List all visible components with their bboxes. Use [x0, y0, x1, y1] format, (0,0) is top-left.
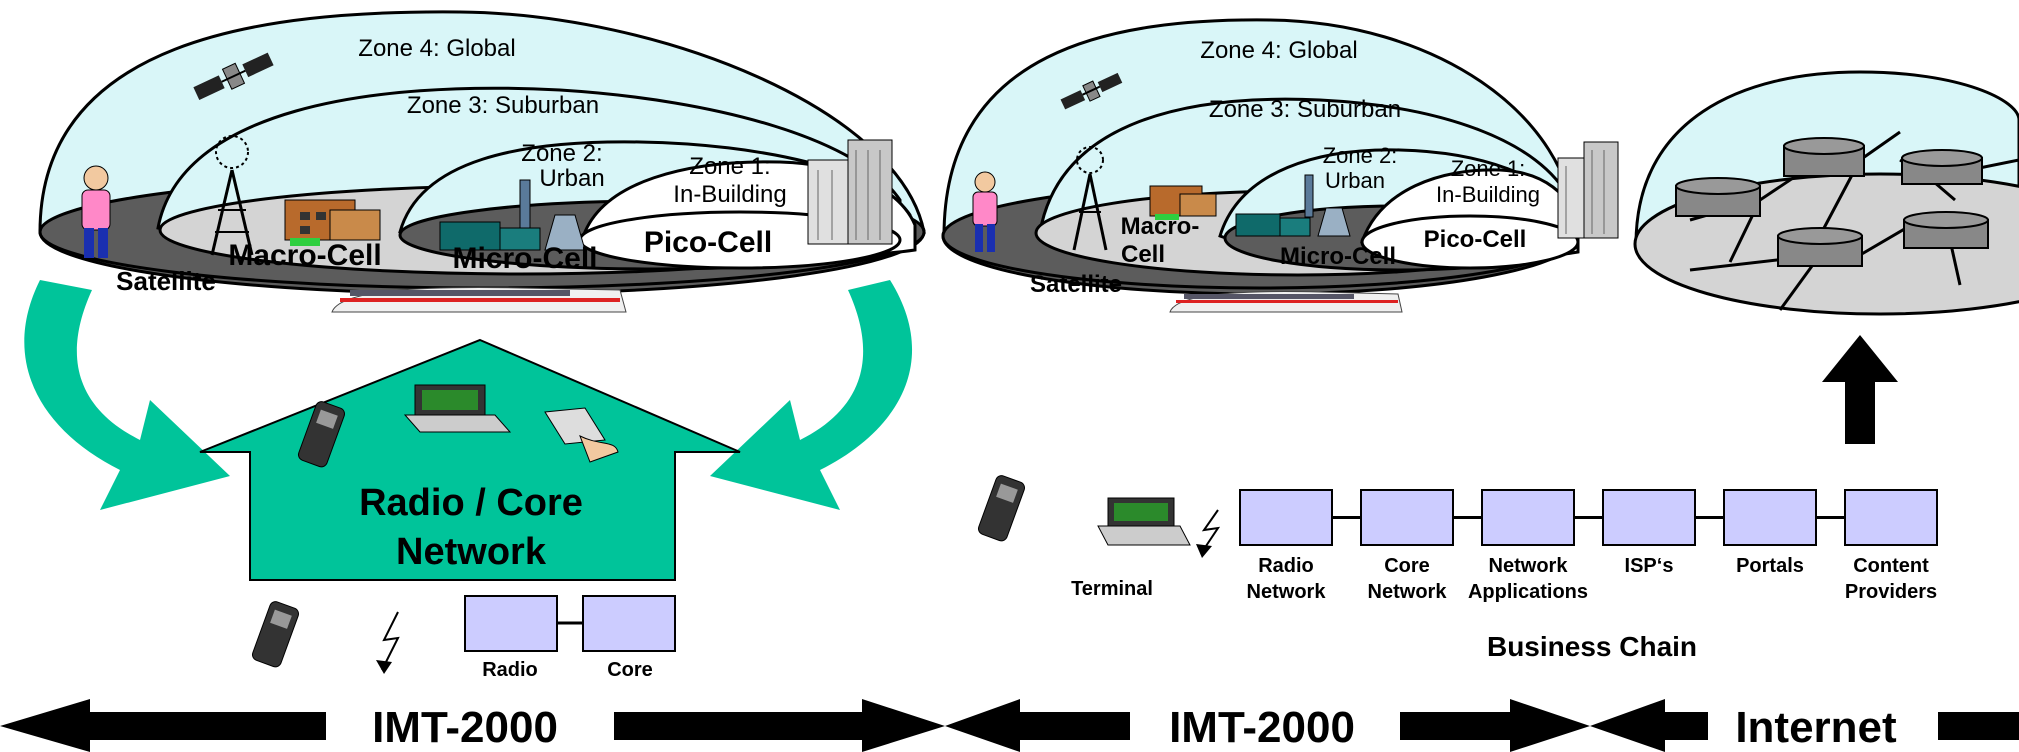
house-building-icon [284, 199, 381, 246]
skyscraper-icon [807, 139, 893, 245]
mobile-phone-icon [251, 601, 300, 668]
imt-right-arrow-right [1400, 699, 1590, 752]
imt-left-arrow-left [0, 699, 326, 752]
radio-core-network-house: Radio / Core Network [199, 338, 741, 581]
business-chain-boxes [1239, 489, 1938, 546]
left-bottom-devices [251, 601, 400, 674]
bottom-arrows: IMT-2000 IMT-2000 Internet [0, 699, 2019, 752]
mobile-phone-icon [297, 401, 346, 468]
chain-box-label: Network [1489, 555, 1569, 577]
terminal-label: Terminal [1071, 578, 1153, 600]
chain-box-label: Network [1247, 581, 1327, 603]
chain-box-label: Providers [1845, 581, 1937, 603]
right-coverage-diagram: Zone 4: Global Zone 3: Suburban Zone 2: … [941, 18, 1619, 313]
left-micro-cell-label: Micro-Cell [452, 242, 597, 275]
pda-icon [544, 407, 619, 463]
left-zone1-label-2: In-Building [673, 181, 786, 208]
imt-left-arrow-right [614, 699, 945, 752]
chain-box-label: Portals [1736, 555, 1804, 577]
chain-box-label: Core [1384, 555, 1430, 577]
left-zone2-label-1: Zone 2: [521, 140, 602, 167]
right-zone1-label-2: In-Building [1436, 182, 1540, 207]
right-macro-cell-label-2: Cell [1121, 241, 1165, 268]
right-terminal-devices: Terminal [977, 475, 1221, 600]
internet-network-dome [1633, 70, 2019, 316]
left-zone4-label: Zone 4: Global [358, 35, 515, 62]
chain-box [1360, 489, 1454, 546]
mobile-phone-icon [977, 475, 1026, 542]
teal-arrow-left [24, 280, 231, 510]
business-chain: RadioNetworkCoreNetworkNetworkApplicatio… [1239, 489, 1938, 662]
right-satellite-label: Satellite [1030, 271, 1122, 298]
person-icon [972, 171, 998, 252]
satellite-icon [193, 52, 274, 100]
right-zone3-label: Zone 3: Suburban [1209, 96, 1401, 123]
left-coverage-diagram: Zone 4: Global Zone 3: Suburban Zone 2: … [38, 10, 926, 313]
chain-box [1481, 489, 1575, 546]
chain-box-label: Radio [1258, 555, 1314, 577]
right-zone4-label: Zone 4: Global [1200, 37, 1357, 64]
business-chain-labels: RadioNetworkCoreNetworkNetworkApplicatio… [1247, 555, 1938, 603]
right-pico-disc [1360, 214, 1580, 270]
chain-box-label: Network [1368, 581, 1448, 603]
imt-right-arrow-left [945, 699, 1130, 752]
left-zone3-label: Zone 3: Suburban [407, 92, 599, 119]
server-node-icon [1777, 227, 1863, 267]
right-zone2-label-2: Urban [1325, 168, 1385, 193]
laptop-icon [403, 384, 512, 433]
server-node-icon [1901, 149, 1983, 185]
lightning-icon [1196, 509, 1221, 558]
business-chain-title: Business Chain [1487, 631, 1697, 662]
laptop-icon [1097, 497, 1191, 546]
internet-arrow-right [1938, 712, 2019, 740]
antenna-tower-icon [210, 135, 254, 256]
lightning-icon [376, 611, 400, 674]
server-node-icon [1783, 137, 1865, 177]
chain-box-label: Content [1853, 555, 1929, 577]
chain-box [1723, 489, 1817, 546]
right-micro-cell-label: Micro-Cell [1280, 243, 1396, 270]
radio-box-label: Radio [482, 659, 538, 681]
person-icon [81, 165, 111, 258]
right-zone2-label-1: Zone 2: [1323, 143, 1398, 168]
train-icon [331, 287, 627, 313]
left-zone2-label-2: Urban [539, 165, 604, 192]
right-macro-cell-label-1: Macro- [1121, 213, 1200, 240]
house-label-line2: Network [396, 531, 547, 573]
chain-box-label: Applications [1468, 581, 1588, 603]
factory-icon [439, 179, 586, 251]
imt-2000-label-left: IMT-2000 [372, 703, 558, 752]
chain-box [1602, 489, 1696, 546]
chain-box [1239, 489, 1333, 546]
left-teal-arrows [24, 280, 913, 510]
left-zone1-label-1: Zone 1: [689, 153, 770, 180]
left-network-boxes: Radio Core [464, 595, 676, 681]
satellite-icon [1060, 72, 1123, 110]
core-box [582, 595, 676, 652]
train-icon [1169, 291, 1403, 313]
skyscraper-icon [1557, 141, 1619, 239]
house-label-line1: Radio / Core [359, 482, 583, 524]
left-macro-cell-label: Macro-Cell [228, 239, 381, 272]
imt-2000-label-right: IMT-2000 [1169, 703, 1355, 752]
antenna-tower-icon [1072, 146, 1108, 251]
right-pico-cell-label: Pico-Cell [1424, 226, 1527, 253]
house-building-icon [1149, 185, 1217, 220]
server-node-icon [1675, 177, 1761, 217]
radio-box [464, 595, 558, 652]
server-node-icon [1903, 211, 1989, 249]
factory-icon [1235, 174, 1351, 237]
house-shape [199, 338, 741, 581]
chain-box [1844, 489, 1938, 546]
chain-box-label: ISP‘s [1625, 555, 1674, 577]
teal-arrow-right [710, 280, 913, 510]
internet-label: Internet [1735, 703, 1897, 752]
core-box-label: Core [607, 659, 653, 681]
up-arrow [1822, 335, 1898, 444]
right-zone1-label-1: Zone 1: [1451, 156, 1526, 181]
internet-arrow-left [1590, 699, 1708, 752]
left-pico-cell-label: Pico-Cell [644, 226, 772, 259]
left-satellite-label: Satellite [116, 266, 216, 296]
